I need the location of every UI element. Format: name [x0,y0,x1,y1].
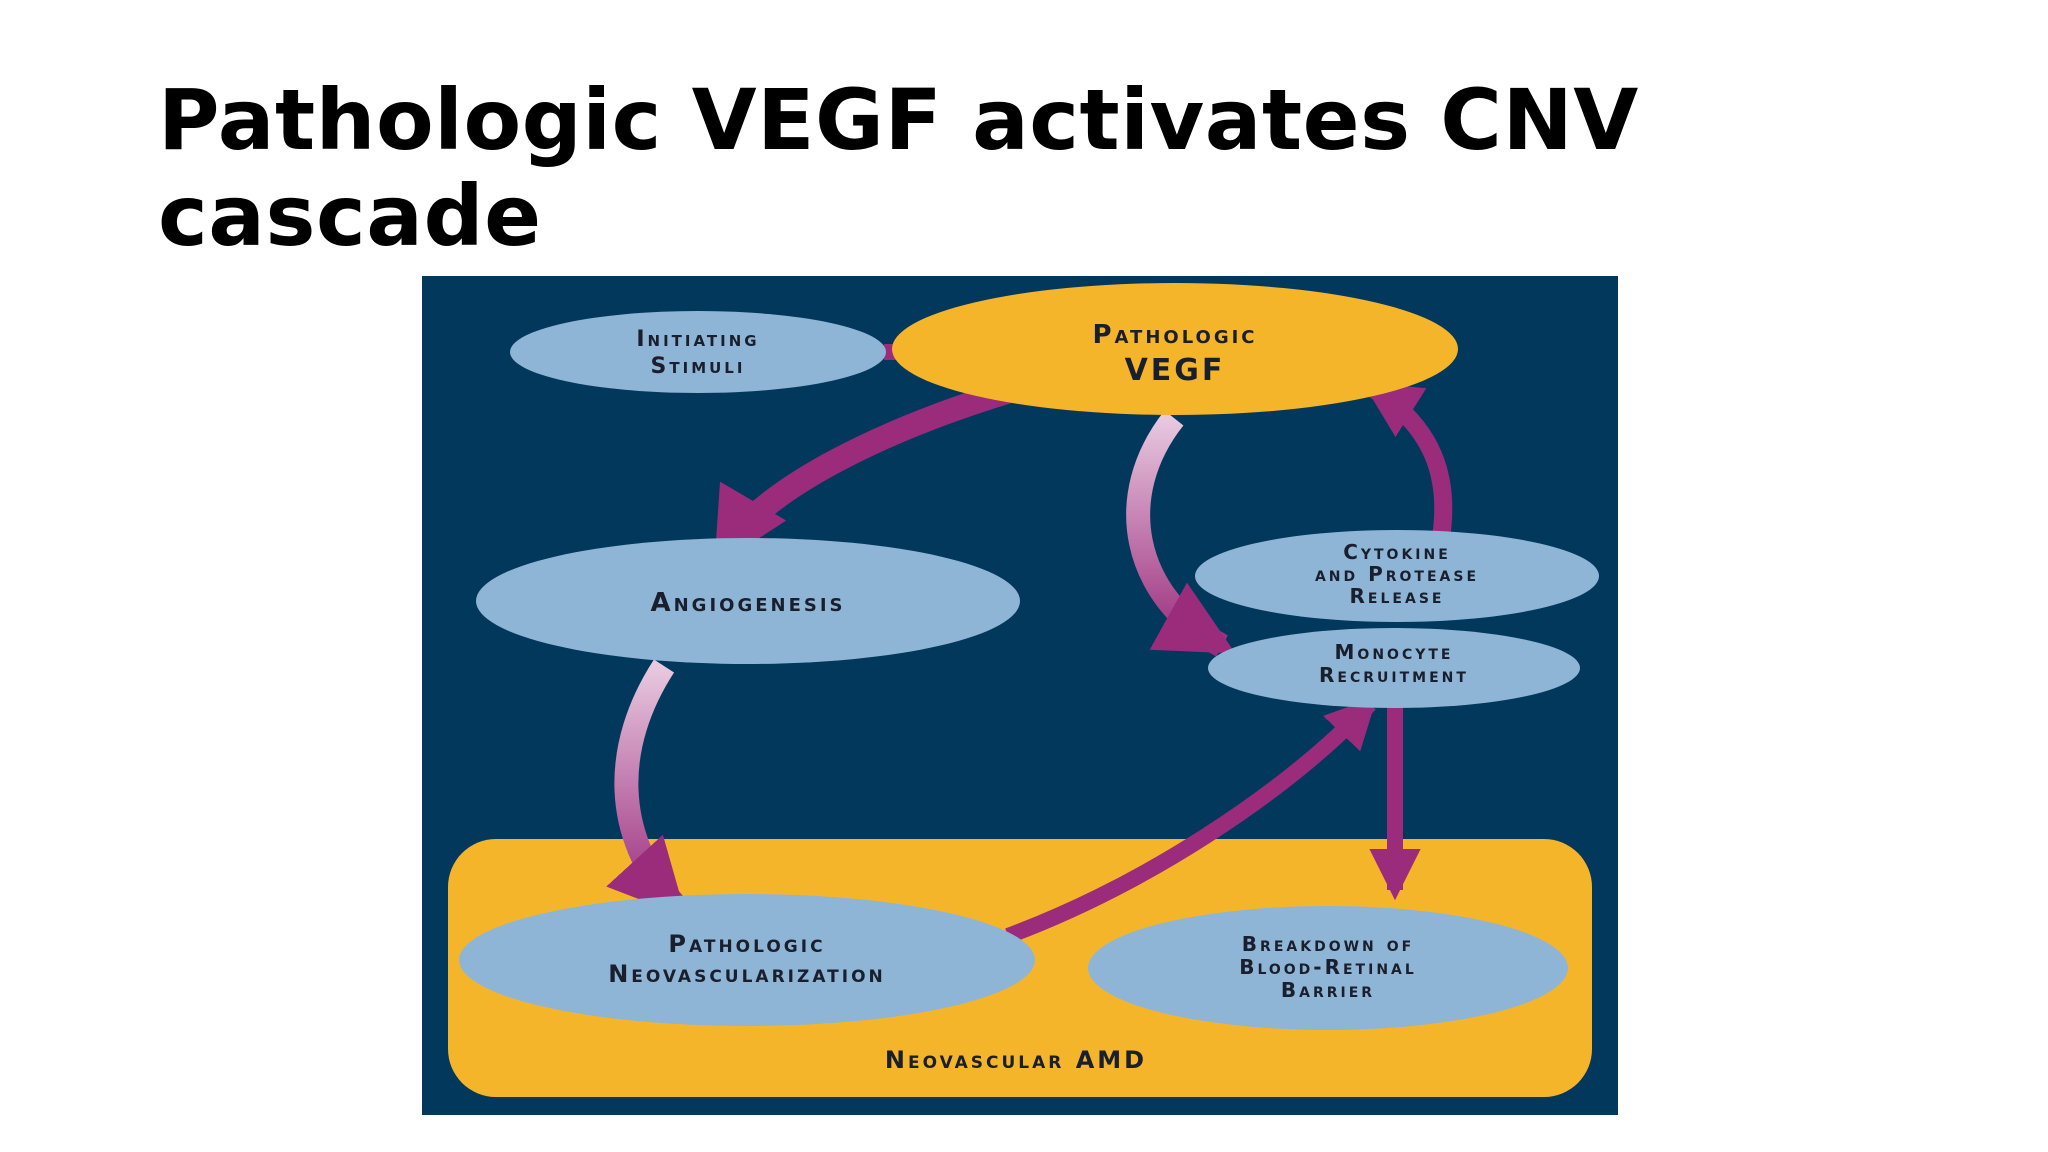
node-label: VEGF [1125,353,1226,388]
node-label: Angiogenesis [650,588,845,618]
node-label: Release [1350,584,1445,608]
arrow-angiogenesis-to-neovascularization [606,659,687,918]
node-label: Recruitment [1319,663,1469,687]
node-label: Stimuli [651,354,746,379]
slide-title: Pathologic VEGF activates CNV cascade [158,71,1639,265]
node-initiating-stimuli: Initiating Stimuli [510,311,886,393]
node-label: Neovascularization [608,960,886,988]
arrow-cytokine-to-vegf [1362,380,1453,546]
node-label: Pathologic [668,930,825,958]
node-label: Barrier [1281,978,1375,1002]
node-label: and Protease [1315,562,1479,586]
node-label: Breakdown of [1242,932,1414,956]
node-pathologic-vegf: Pathologic VEGF [892,283,1458,415]
node-label: Monocyte [1335,640,1454,664]
node-label: Initiating [636,327,759,352]
arrow-neovascularization-to-monocyte [1005,696,1378,944]
node-pathologic-neovascularization: Pathologic Neovascularization [459,894,1035,1026]
neovascular-amd-label: Neovascular AMD [885,1046,1147,1074]
node-monocyte-recruitment: Monocyte Recruitment [1208,628,1580,708]
node-label: Blood-Retinal [1239,955,1417,979]
node-breakdown-barrier: Breakdown of Blood-Retinal Barrier [1088,906,1568,1030]
node-label: Cytokine [1343,540,1451,564]
cnv-cascade-diagram: Initiating Stimuli Pathologic VEGF Angio… [422,276,1618,1115]
node-cytokine-release: Cytokine and Protease Release [1195,530,1599,622]
arrow-vegf-to-angiogenesis [711,376,1024,568]
arrow-vegf-to-monocyte [1126,410,1236,657]
node-angiogenesis: Angiogenesis [476,538,1020,664]
node-label: Pathologic [1092,320,1257,350]
